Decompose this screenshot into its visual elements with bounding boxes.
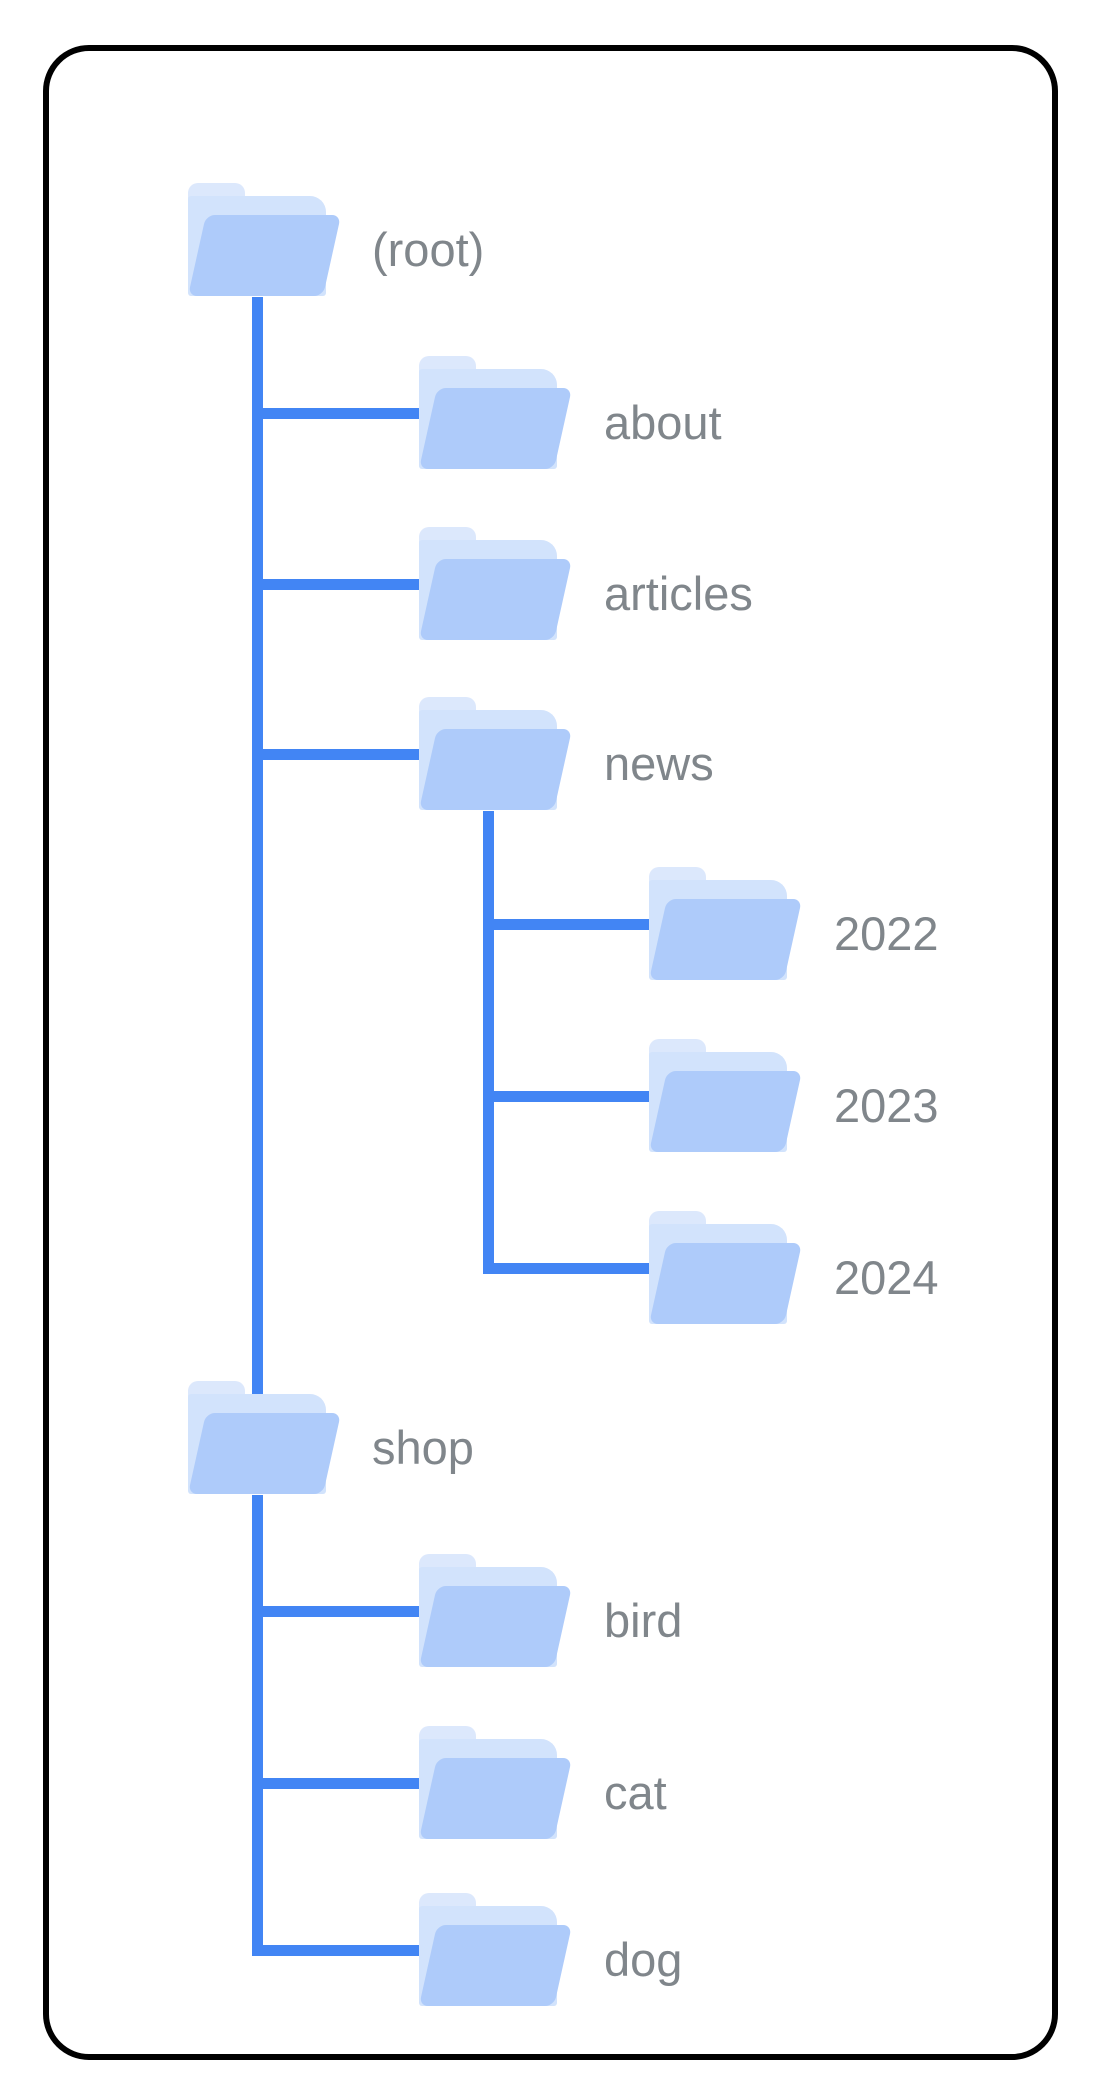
folder-icon-articles bbox=[419, 527, 573, 640]
folder-tab bbox=[649, 1039, 706, 1069]
folder-tab bbox=[188, 183, 245, 213]
folder-icon-bird bbox=[419, 1554, 573, 1667]
folder-back bbox=[419, 1567, 557, 1667]
folder-front bbox=[419, 1586, 572, 1667]
folder-icon-about bbox=[419, 356, 573, 469]
connector-branch-dog bbox=[251, 1944, 423, 1956]
folder-back bbox=[419, 540, 557, 640]
folder-back bbox=[188, 196, 326, 296]
folder-label-root: (root) bbox=[372, 223, 485, 276]
folder-label-y2024: 2024 bbox=[834, 1251, 939, 1304]
connector-branch-about bbox=[251, 407, 423, 419]
folder-icon-cat bbox=[419, 1726, 573, 1839]
folder-tab bbox=[649, 867, 706, 897]
connector-branch-bird bbox=[251, 1605, 423, 1617]
folder-back bbox=[419, 1739, 557, 1839]
diagram-card: (root) about articles news 2022 2023 2024 shop b… bbox=[43, 45, 1058, 2060]
folder-label-dog: dog bbox=[604, 1933, 683, 1986]
connector-branch-y2024 bbox=[482, 1262, 653, 1274]
folder-front bbox=[419, 1758, 572, 1839]
folder-icon-shop bbox=[188, 1381, 342, 1494]
folder-icon-news bbox=[419, 697, 573, 810]
folder-tab bbox=[419, 1893, 476, 1923]
folder-back bbox=[188, 1394, 326, 1494]
folder-icon-root bbox=[188, 183, 342, 296]
folder-tab bbox=[419, 697, 476, 727]
folder-label-y2023: 2023 bbox=[834, 1079, 939, 1132]
folder-front bbox=[649, 1243, 802, 1324]
folder-tab bbox=[188, 1381, 245, 1411]
connector-branch-news bbox=[251, 748, 423, 760]
folder-front bbox=[419, 388, 572, 469]
folder-back bbox=[649, 1052, 787, 1152]
connector-branch-cat bbox=[251, 1777, 423, 1789]
folder-back bbox=[419, 710, 557, 810]
folder-label-bird: bird bbox=[604, 1594, 683, 1647]
folder-front bbox=[188, 215, 341, 296]
connector-branch-y2023 bbox=[482, 1090, 653, 1102]
folder-front bbox=[188, 1413, 341, 1494]
folder-icon-y2022 bbox=[649, 867, 803, 980]
connector-layer bbox=[49, 51, 1100, 2100]
folder-label-shop: shop bbox=[372, 1421, 474, 1474]
connector-trunk-root bbox=[251, 297, 263, 1402]
folder-label-articles: articles bbox=[604, 567, 753, 620]
folder-back bbox=[419, 369, 557, 469]
folder-back bbox=[649, 1224, 787, 1324]
folder-label-y2022: 2022 bbox=[834, 907, 939, 960]
connector-trunk-news bbox=[482, 811, 494, 1274]
folder-tab bbox=[419, 1726, 476, 1756]
folder-label-news: news bbox=[604, 737, 714, 790]
connector-branch-y2022 bbox=[482, 918, 653, 930]
folder-tab bbox=[649, 1211, 706, 1241]
connector-branch-articles bbox=[251, 578, 423, 590]
folder-icon-y2024 bbox=[649, 1211, 803, 1324]
folder-back bbox=[419, 1906, 557, 2006]
folder-front bbox=[649, 899, 802, 980]
folder-icon-dog bbox=[419, 1893, 573, 2006]
folder-front bbox=[419, 729, 572, 810]
folder-tab bbox=[419, 1554, 476, 1584]
node-layer: (root) about articles news 2022 2023 2024 shop b… bbox=[49, 51, 1100, 2100]
connector-trunk-shop bbox=[251, 1495, 263, 1956]
folder-front bbox=[419, 1925, 572, 2006]
folder-label-about: about bbox=[604, 396, 722, 449]
folder-tab bbox=[419, 527, 476, 557]
folder-icon-y2023 bbox=[649, 1039, 803, 1152]
folder-label-cat: cat bbox=[604, 1766, 667, 1819]
folder-front bbox=[419, 559, 572, 640]
folder-back bbox=[649, 880, 787, 980]
folder-front bbox=[649, 1071, 802, 1152]
folder-tab bbox=[419, 356, 476, 386]
